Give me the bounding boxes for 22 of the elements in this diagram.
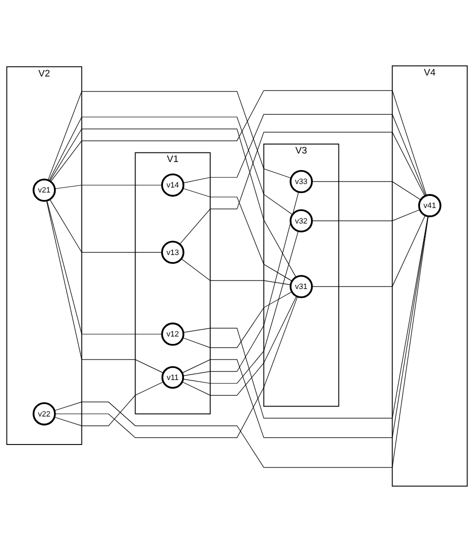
connector: [312, 215, 426, 287]
connector: [46, 200, 164, 374]
connector: [54, 216, 429, 468]
connector: [179, 132, 426, 245]
connector: [50, 90, 427, 196]
connector: [312, 209, 420, 222]
connector: [182, 296, 297, 396]
connector: [312, 181, 422, 200]
connector: [50, 128, 296, 278]
connector: [182, 230, 299, 384]
connector: [181, 258, 291, 286]
connector: [182, 114, 426, 196]
connector: [48, 116, 293, 215]
connector: [54, 296, 298, 438]
connector: [49, 199, 162, 253]
connector: [182, 292, 292, 348]
connector: [46, 200, 162, 334]
connector: [182, 192, 299, 376]
connector: [182, 188, 292, 282]
connector: [48, 91, 292, 180]
connector: [54, 184, 162, 190]
connector: [54, 382, 164, 426]
